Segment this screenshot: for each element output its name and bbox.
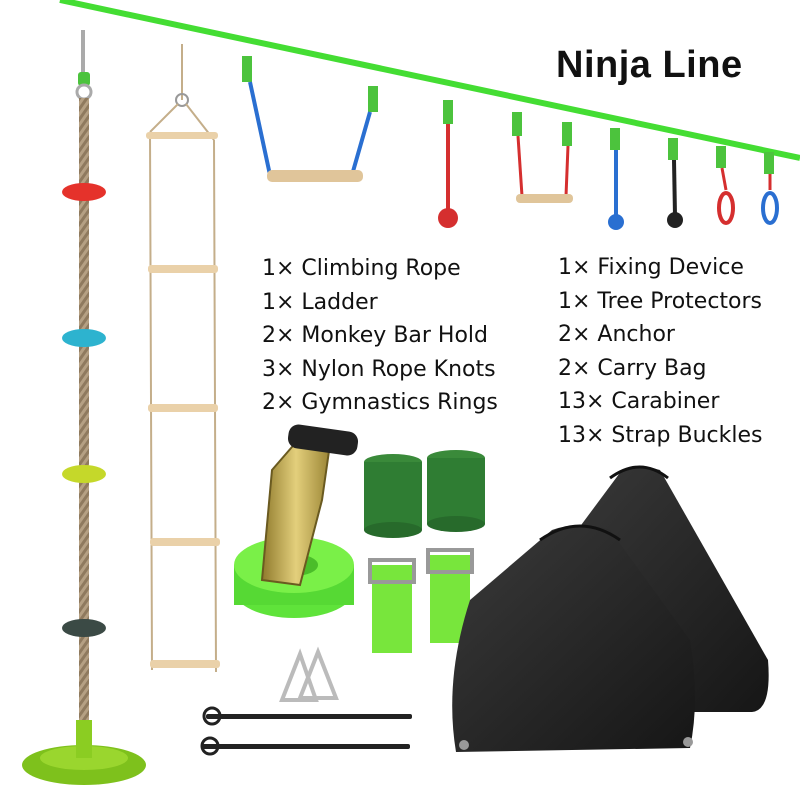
disc-yellow [62,465,106,483]
ladder-rung [150,538,220,546]
gymnastics-rings [716,146,779,225]
contents-item: 1× Climbing Rope [262,256,461,281]
slackline [59,0,800,161]
ladder-rung [148,404,218,412]
contents-list-left: 1× Climbing Rope 1× Ladder 2× Monkey Bar… [262,252,498,420]
contents-item: 2× Anchor [558,322,675,347]
tree-protectors [364,450,485,538]
rope-ladder [146,44,220,673]
contents-item: 2× Carry Bag [558,355,707,381]
disc-blue [62,329,106,347]
carabiners [279,646,339,702]
strap-buckles [368,548,474,653]
ladder-rung [150,660,220,668]
carry-bag-front [452,524,695,752]
contents-list-right: 1× Fixing Device 1× Tree Protectors 2× A… [558,251,762,452]
contents-item: 1× Tree Protectors [558,288,763,314]
anchors [200,706,412,756]
ladder-rung [148,265,218,273]
contents-item: 13× Carabiner [558,389,720,414]
monkey-bar-blue [242,56,378,182]
contents-item: 1× Fixing Device [558,255,744,280]
contents-item: 13× Strap Buckles [558,422,763,448]
disc-red [62,183,106,201]
monkey-bar-red [512,112,573,203]
rope-knot-blue [608,128,624,230]
ladder-rung [146,132,218,139]
ratchet-strap [234,424,359,618]
disc-dark [62,619,106,637]
contents-item: 3× Nylon Rope Knots [262,356,496,382]
contents-item: 2× Gymnastics Rings [262,390,498,415]
product-title: Ninja Line [556,44,743,86]
contents-item: 2× Monkey Bar Hold [262,323,489,348]
rope-knot-black [667,138,683,228]
rope-knot-red [438,100,458,228]
contents-item: 1× Ladder [262,289,378,315]
climbing-rope [22,30,146,785]
